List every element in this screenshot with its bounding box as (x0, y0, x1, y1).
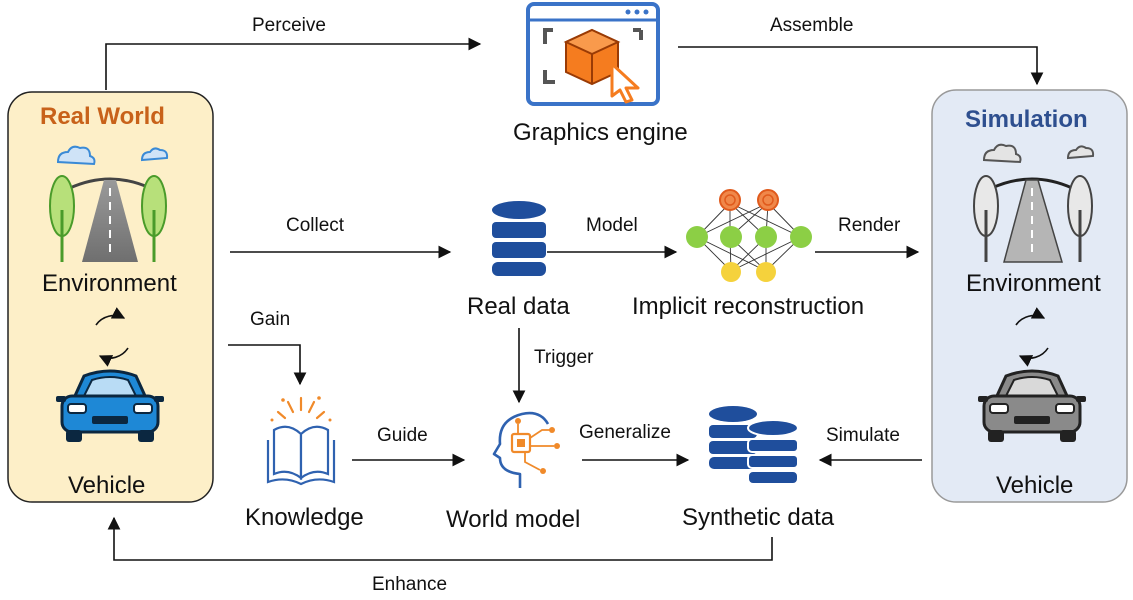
sim-cycle-icon (1015, 307, 1049, 367)
synthetic-data-database-icon (709, 406, 799, 485)
real-cycle-icon (95, 307, 129, 367)
real-data-label: Real data (467, 293, 570, 320)
model-label: Model (586, 215, 638, 236)
graphics-engine-icon (526, 2, 660, 106)
sim-vehicle-label: Vehicle (996, 472, 1074, 499)
sim-environment-icon (973, 143, 1095, 263)
real-environment-icon (49, 145, 169, 262)
render-label: Render (838, 215, 901, 236)
world-model-head-icon (492, 411, 560, 488)
simulate-label: Simulate (826, 425, 900, 446)
world-model-label: World model (446, 506, 581, 533)
real-data-database-icon (492, 201, 546, 276)
neural-network-icon (686, 189, 812, 282)
assemble-arrow (678, 46, 1044, 86)
gain-arrow (228, 344, 307, 386)
implicit-reconstruction-label: Implicit reconstruction (632, 293, 865, 320)
perceive-label: Perceive (252, 15, 326, 36)
assemble-label: Assemble (770, 15, 854, 36)
knowledge-label: Knowledge (245, 504, 364, 531)
graphics-engine-label: Graphics engine (513, 119, 688, 146)
generalize-label: Generalize (579, 422, 671, 443)
gain-label: Gain (250, 309, 291, 330)
collect-label: Collect (286, 215, 345, 236)
sim-environment-label: Environment (966, 270, 1101, 297)
perceive-arrow (105, 37, 482, 90)
guide-label: Guide (377, 425, 428, 446)
real-vehicle-label: Vehicle (68, 472, 146, 499)
trigger-label: Trigger (534, 347, 594, 368)
real-world-title: Real World (40, 103, 165, 130)
real-vehicle-icon (56, 369, 164, 442)
synthetic-data-label: Synthetic data (682, 504, 835, 531)
real-world-panel (7, 91, 214, 503)
sim-vehicle-icon (978, 369, 1086, 442)
knowledge-book-icon (266, 396, 336, 486)
simulation-title: Simulation (965, 106, 1088, 133)
enhance-arrow (107, 516, 773, 561)
real-environment-label: Environment (42, 270, 177, 297)
enhance-label: Enhance (372, 574, 448, 595)
